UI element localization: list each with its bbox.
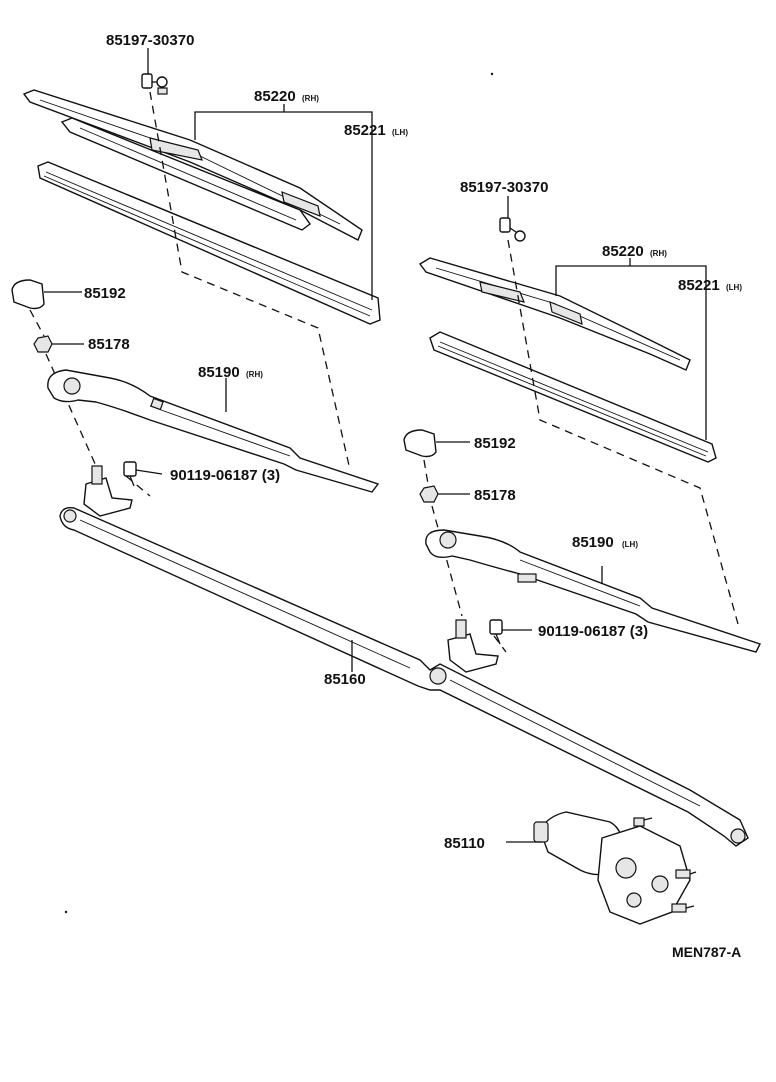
pivot-nut-right bbox=[419, 485, 439, 503]
pivot-cap-right bbox=[403, 429, 437, 458]
wiper-arm-right bbox=[425, 529, 761, 653]
label-arm-left: 85190 bbox=[198, 364, 240, 381]
label-arm-right-side: (LH) bbox=[622, 540, 638, 549]
wiper-link-rod bbox=[59, 506, 749, 847]
wiper-blade-frame-left bbox=[22, 89, 363, 241]
wiper-blade-lh-left bbox=[60, 117, 311, 231]
scan-dot bbox=[490, 72, 494, 76]
label-motor: 85110 bbox=[444, 835, 485, 852]
label-arm-left-side: (RH) bbox=[246, 370, 263, 379]
label-bolt-right: 90119-06187 (3) bbox=[538, 623, 648, 640]
label-blade-rh-left: 85220 bbox=[254, 88, 296, 105]
pivot-bracket-left bbox=[83, 465, 133, 517]
scan-dot bbox=[64, 910, 68, 914]
label-blade-lh-left-side: (LH) bbox=[392, 128, 408, 137]
label-nut-left: 85178 bbox=[88, 336, 130, 353]
wiper-arm-left bbox=[47, 369, 380, 493]
label-link: 85160 bbox=[324, 671, 366, 688]
wiper-rubber-left bbox=[37, 161, 381, 325]
label-clip-left: 85197-30370 bbox=[106, 32, 194, 49]
pivot-bracket-right bbox=[447, 619, 499, 673]
label-blade-lh-left: 85221 bbox=[344, 122, 386, 139]
blade-clip-right bbox=[499, 217, 526, 242]
label-blade-rh-left-side: (RH) bbox=[302, 94, 319, 103]
reference-code: MEN787-A bbox=[672, 944, 741, 960]
label-clip-right: 85197-30370 bbox=[460, 179, 548, 196]
label-arm-right: 85190 bbox=[572, 534, 614, 551]
label-blade-rh-right-side: (RH) bbox=[650, 249, 667, 258]
wiper-rubber-right bbox=[429, 331, 717, 463]
pivot-nut-left bbox=[33, 335, 53, 353]
wiper-motor bbox=[533, 811, 697, 925]
label-blade-lh-right-side: (LH) bbox=[726, 283, 742, 292]
label-blade-lh-right: 85221 bbox=[678, 277, 720, 294]
blade-clip-left bbox=[141, 73, 168, 95]
label-blade-rh-right: 85220 bbox=[602, 243, 644, 260]
wiper-blade-frame-right bbox=[418, 257, 691, 371]
mount-bolt-left bbox=[123, 461, 137, 487]
label-cap-right: 85192 bbox=[474, 435, 516, 452]
label-cap-left: 85192 bbox=[84, 285, 126, 302]
label-nut-right: 85178 bbox=[474, 487, 516, 504]
mount-bolt-right bbox=[489, 619, 503, 645]
label-bolt-left: 90119-06187 (3) bbox=[170, 467, 280, 484]
pivot-cap-left bbox=[11, 279, 45, 310]
